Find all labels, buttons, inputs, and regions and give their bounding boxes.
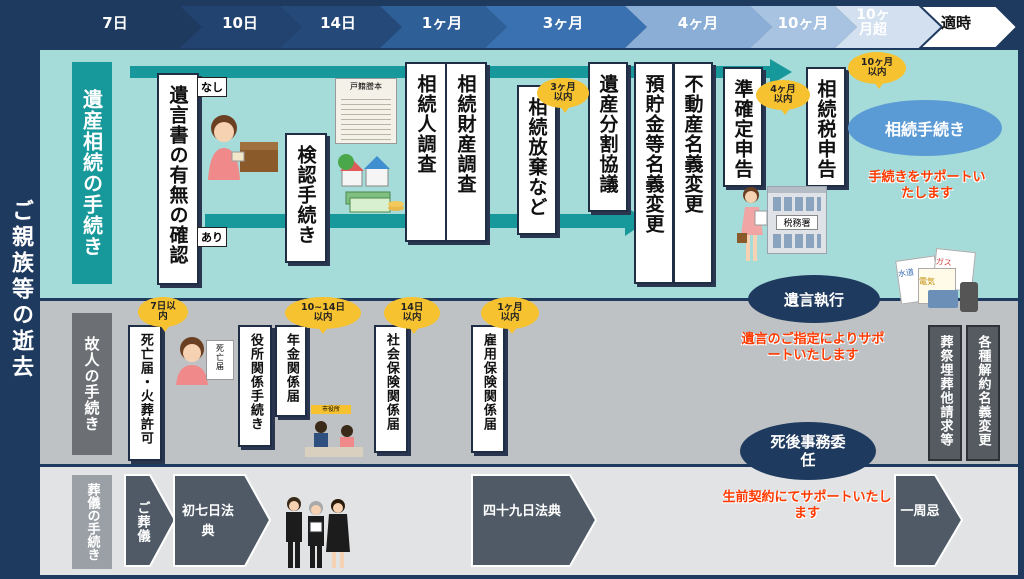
- deadline-bubble-pension: 10~14日以内: [285, 297, 361, 334]
- timeline-label-10m: 10ヶ月: [777, 14, 829, 32]
- timeline-label-10d: 10日: [222, 14, 258, 32]
- step-probate: 検認手続き: [285, 133, 327, 263]
- side-title: ご親族等の逝去: [8, 198, 33, 381]
- step-funeral: ご葬儀: [134, 501, 150, 543]
- deadline-bubble-employment: 1ヶ月以内: [481, 297, 539, 334]
- section-label-funeral: 葬儀の手続き: [72, 475, 112, 569]
- deadline-bubble-death-notice: 7日以内: [138, 297, 188, 332]
- step-office: 役所関係手続き: [238, 325, 272, 447]
- step-day49: 四十九日法典: [482, 504, 561, 519]
- step-inheritance-tax: 相続税申告: [806, 67, 846, 187]
- office-counter-scene: 市役所: [305, 405, 363, 463]
- step-division: 遺産分割協議: [588, 62, 628, 212]
- side-title-panel: ご親族等の逝去: [3, 3, 37, 576]
- tax-office-building: 税務署: [767, 186, 827, 254]
- step-will-check: 遺言書の有無の確認: [157, 73, 199, 285]
- timeline-label-14d: 14日: [320, 14, 356, 32]
- service-posthumous-note: 生前契約にてサポートいたします: [722, 490, 892, 522]
- step-deposit-change: 預貯金等名義変更: [634, 62, 674, 284]
- step-asset-survey: 相続財産調査: [445, 62, 487, 242]
- section-label-inheritance: 遺産相続の手続き: [72, 62, 112, 284]
- step-funeral-claims: 葬祭埋葬他請求等: [928, 325, 962, 461]
- step-heir-survey: 相続人調査: [405, 62, 447, 242]
- step-pension: 年金関係届: [275, 325, 307, 417]
- step-death-notice: 死亡届・火葬許可: [128, 325, 162, 461]
- step-realestate-change: 不動産名義変更: [673, 62, 713, 284]
- step-renunciation: 相続放棄など: [517, 85, 557, 235]
- band-divider: [40, 464, 1018, 467]
- mourners-icon: [286, 497, 350, 568]
- funeral-chevrons: [124, 474, 964, 567]
- step-day7: 初七日法典: [181, 504, 234, 539]
- houses-and-assets-icon: [338, 154, 404, 213]
- tax-office-sign: 税務署: [776, 215, 818, 230]
- timeline-label-3m: 3ヶ月: [542, 14, 584, 32]
- family-register-doc: 戸籍謄本: [335, 78, 397, 144]
- timeline-bar: [40, 6, 1018, 48]
- timeline-label-4m: 4ヶ月: [677, 14, 719, 32]
- service-will-execution-oval: 遺言執行: [748, 275, 880, 323]
- section-label-deceased: 故人の手続き: [72, 313, 112, 455]
- office-counter-icon: [305, 421, 363, 457]
- timeline-label-10m-over: 10ヶ月超: [856, 7, 890, 38]
- deadline-bubble-inheritance-tax: 10ヶ月以内: [848, 52, 906, 89]
- step-quasi-return: 準確定申告: [723, 67, 763, 187]
- band-divider: [40, 298, 1018, 301]
- step-anniversary: 一周忌: [900, 504, 940, 519]
- deadline-bubble-renunciation: 3ヶ月以内: [537, 78, 589, 113]
- timeline-label-7d: 7日: [102, 14, 128, 32]
- step-social-insurance: 社会保険関係届: [374, 325, 408, 453]
- deadline-bubble-quasi-return: 4ヶ月以内: [756, 80, 810, 115]
- deadline-bubble-social-insurance: 14日以内: [384, 297, 440, 334]
- service-inheritance-oval: 相続手続き: [848, 100, 1002, 156]
- receipt-water: 水道: [897, 267, 915, 279]
- receipt-electric: 電気: [919, 277, 935, 286]
- step-employment: 雇用保険関係届: [471, 325, 505, 453]
- service-will-execution-note: 遺言のご指定によりサポートいたします: [741, 332, 885, 364]
- death-certificate-card: 死亡届: [206, 340, 234, 380]
- receipt-gas: ガス: [935, 257, 953, 268]
- timeline-label-1m: 1ヶ月: [421, 14, 463, 32]
- smartphone-icon: [960, 282, 978, 312]
- step-contracts: 各種解約名義変更: [966, 325, 1000, 461]
- person-with-documents-icon: [737, 187, 768, 261]
- service-posthumous-oval: 死後事務委任: [740, 422, 876, 480]
- tag-exists: あり: [197, 227, 227, 247]
- credit-card-icon: [928, 290, 958, 308]
- office-counter-sign: 市役所: [311, 405, 351, 414]
- service-inheritance-note: 手続きをサポートいたします: [868, 170, 986, 202]
- tag-none: なし: [197, 77, 227, 97]
- family-register-title: 戸籍謄本: [350, 82, 382, 91]
- mourning-person-icon: [176, 337, 208, 385]
- utility-receipts: 水道 ガス 電気: [895, 248, 990, 314]
- timeline-label-timely: 適時: [940, 14, 971, 32]
- person-checking-will-icon: [208, 115, 278, 180]
